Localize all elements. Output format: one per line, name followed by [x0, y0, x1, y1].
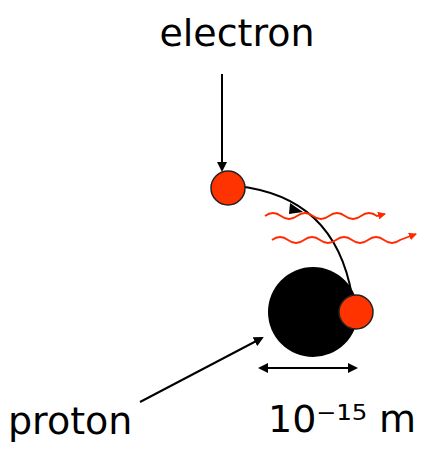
dimension-label: 10⁻¹⁵ m: [268, 400, 416, 438]
radiation-wave: [265, 213, 385, 219]
leader-arrow: [221, 74, 223, 170]
particle-label: electron: [159, 14, 314, 52]
particle-label: proton: [8, 402, 132, 440]
trajectory-arrow: [289, 203, 303, 214]
dimension-arrow: [260, 367, 356, 369]
electron-circle: [339, 295, 373, 329]
electron-circle: [211, 171, 245, 205]
radiation-wave: [272, 234, 416, 243]
leader-arrow: [140, 338, 262, 402]
